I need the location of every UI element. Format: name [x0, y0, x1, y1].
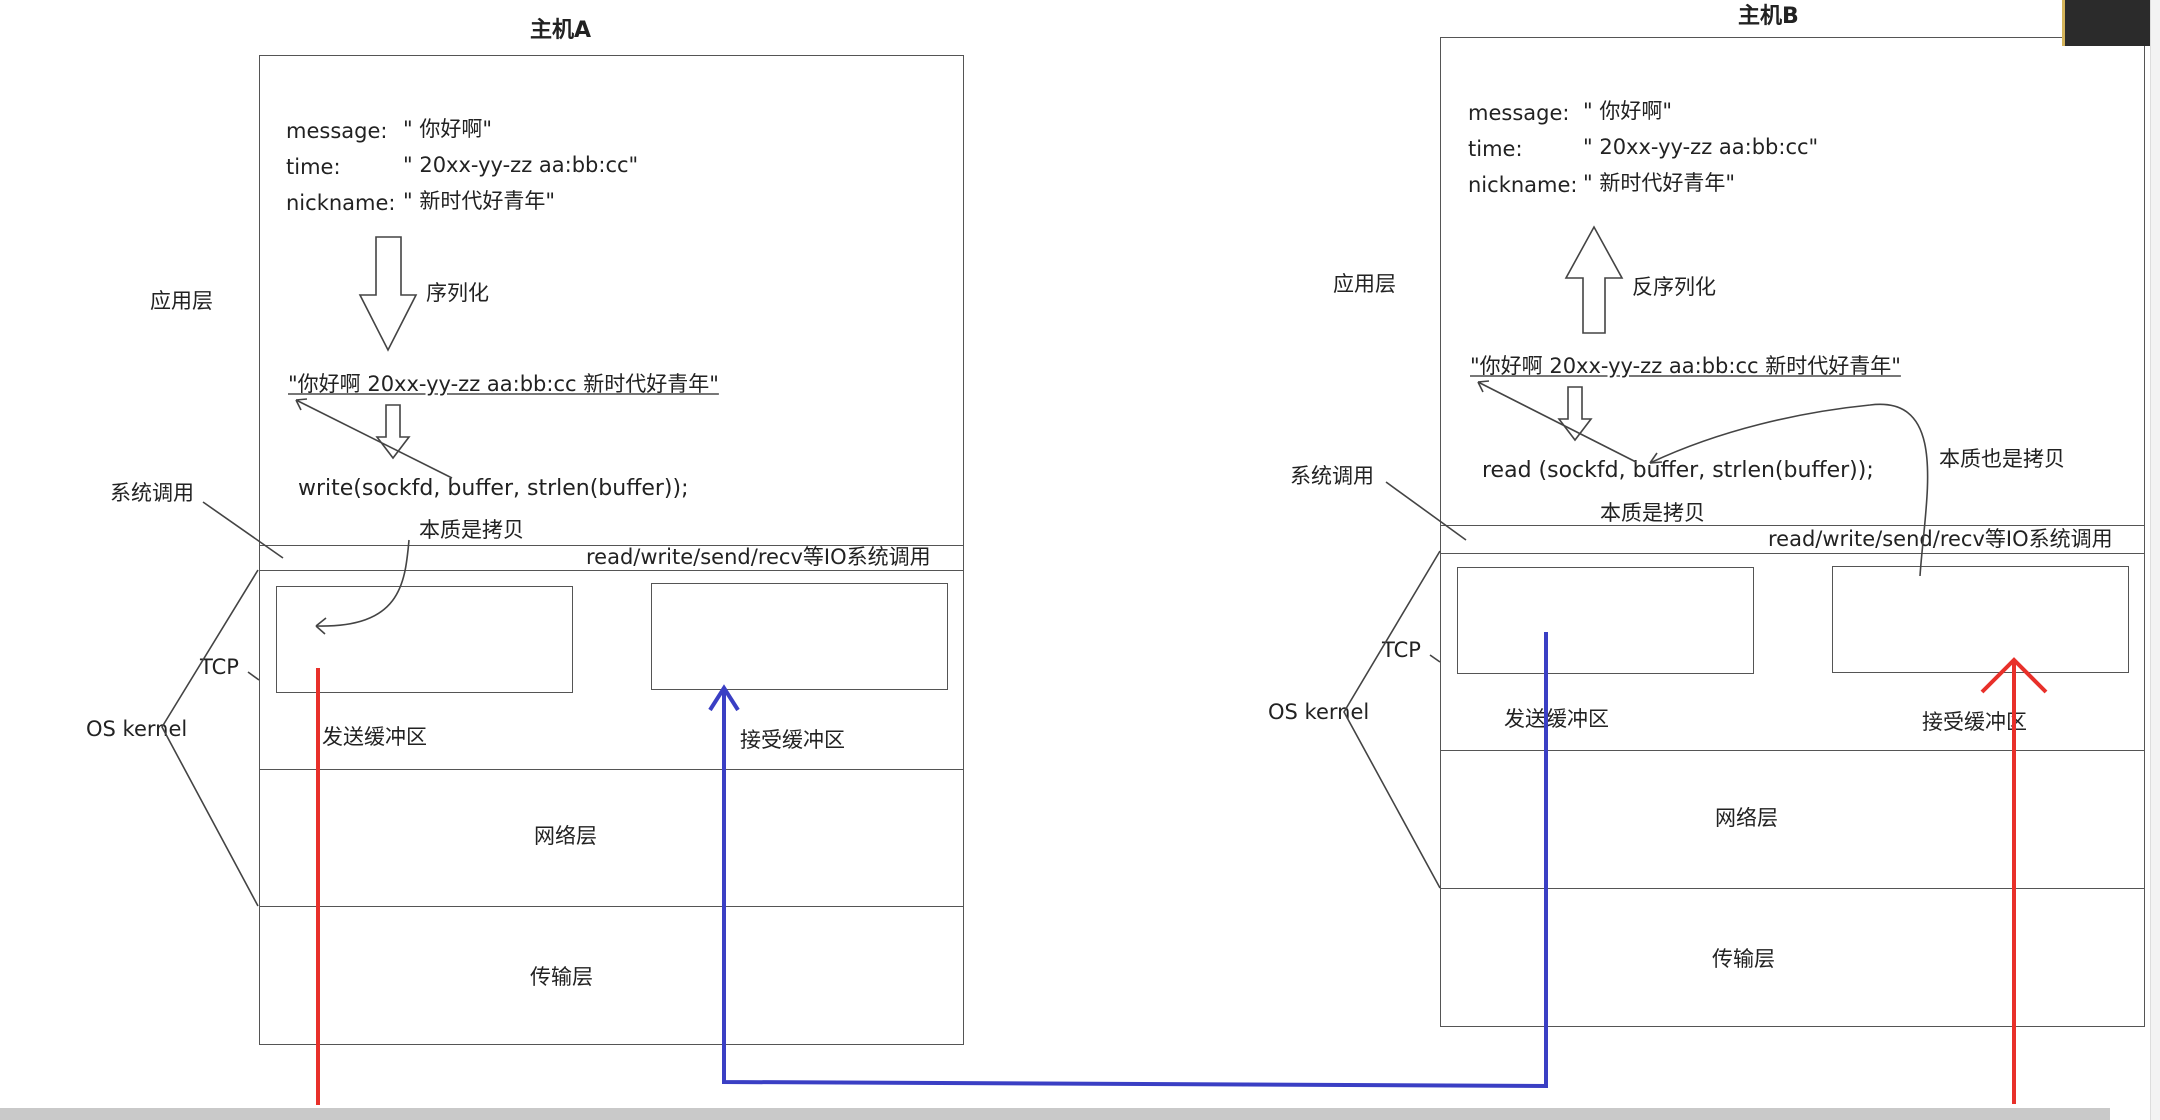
host-b-recv-buffer-box [1832, 566, 2129, 673]
host-b-pointer-head [1477, 380, 1490, 393]
host-b-send-buffer-label: 发送缓冲区 [1504, 707, 1609, 731]
horizontal-scrollbar[interactable] [0, 1108, 2110, 1120]
host-b-pointer-line [1477, 381, 1637, 463]
host-a-app-layer-label: 应用层 [150, 289, 213, 313]
host-b-deserialize-arrow [1564, 225, 1624, 334]
host-a-copy-curve [315, 539, 410, 627]
host-b-message-label: message: [1468, 101, 1570, 125]
webcam-thumbnail [2062, 0, 2160, 46]
host-a-recv-buffer-label: 接受缓冲区 [740, 728, 845, 752]
host-a-write-call: write(sockfd, buffer, strlen(buffer)); [298, 476, 689, 501]
host-a-title: 主机A [530, 18, 592, 43]
host-a-time-label: time: [286, 155, 341, 179]
host-b-small-down-arrow [1557, 386, 1593, 442]
host-a-syscall-bottom-line [259, 570, 964, 571]
host-b-io-syscalls: read/write/send/recv等IO系统调用 [1768, 527, 2113, 551]
blue-transmission-path [722, 632, 1548, 1089]
host-a-tcp-label: TCP [200, 655, 239, 679]
host-b-time-value: " 20xx-yy-zz aa:bb:cc" [1583, 135, 1819, 159]
host-b-transport-layer: 传输层 [1712, 947, 1775, 971]
host-b-app-layer-label: 应用层 [1333, 272, 1396, 296]
host-b-syscall-label: 系统调用 [1290, 464, 1374, 488]
host-a-send-buffer-label: 发送缓冲区 [322, 725, 427, 749]
host-b-os-kernel-bracket [1343, 550, 1441, 889]
host-a-os-kernel-label: OS kernel [86, 717, 188, 741]
host-a-tcp-region [259, 545, 964, 770]
host-b-copy-also-head [1649, 452, 1663, 464]
host-b-red-recv-arrowhead [1980, 657, 2048, 694]
host-a-message-value: " 你好啊" [403, 117, 492, 141]
host-b-os-kernel-label: OS kernel [1268, 700, 1370, 724]
host-b-tcp-region [1440, 525, 2145, 751]
host-b-serialized-string: "你好啊 20xx-yy-zz aa:bb:cc 新时代好青年" [1470, 354, 1901, 378]
host-b-copy-note-also: 本质也是拷贝 [1939, 447, 2065, 471]
host-b-read-call: read (sockfd, buffer, strlen(buffer)); [1482, 458, 1874, 483]
host-a-transport-layer: 传输层 [530, 965, 593, 989]
host-a-os-kernel-bracket [161, 569, 259, 907]
host-b-send-buffer-box [1457, 567, 1754, 674]
host-a-syscall-leader [202, 501, 284, 559]
host-a-pointer-head [295, 398, 308, 411]
host-a-tcp-leader [247, 671, 260, 681]
blue-transmission-arrowhead [708, 684, 740, 712]
host-a-copy-note: 本质是拷贝 [419, 518, 524, 542]
host-a-serialize-label: 序列化 [426, 281, 489, 305]
host-b-syscall-bottom-line [1440, 553, 2145, 554]
host-a-network-bottom-line [259, 906, 964, 907]
host-a-message-label: message: [286, 119, 388, 143]
host-b-network-layer: 网络层 [1715, 806, 1778, 830]
host-a-serialize-arrow [358, 236, 418, 352]
host-b-nickname-value: " 新时代好青年" [1583, 171, 1735, 195]
host-a-network-layer: 网络层 [534, 824, 597, 848]
host-a-io-syscalls: read/write/send/recv等IO系统调用 [586, 545, 931, 569]
host-b-deserialize-label: 反序列化 [1632, 275, 1716, 299]
host-b-tcp-label: TCP [1382, 638, 1421, 662]
host-a-time-value: " 20xx-yy-zz aa:bb:cc" [403, 153, 639, 177]
host-b-time-label: time: [1468, 137, 1523, 161]
host-b-nickname-label: nickname: [1468, 173, 1578, 197]
host-b-tcp-leader [1429, 654, 1441, 663]
host-a-nickname-value: " 新时代好青年" [403, 189, 555, 213]
host-a-pointer-line [295, 399, 453, 479]
host-b-network-bottom-line [1440, 888, 2145, 889]
host-a-send-buffer-box [276, 586, 573, 693]
host-a-nickname-label: nickname: [286, 191, 396, 215]
host-a-copy-head [315, 617, 327, 635]
host-a-serialized-string: "你好啊 20xx-yy-zz aa:bb:cc 新时代好青年" [288, 372, 719, 396]
host-a-recv-buffer-box [651, 583, 948, 690]
host-b-copy-also-curve [1649, 403, 1929, 577]
host-b-copy-note: 本质是拷贝 [1600, 501, 1705, 525]
host-b-message-value: " 你好啊" [1583, 99, 1672, 123]
host-b-title: 主机B [1738, 4, 1799, 29]
host-a-small-down-arrow [375, 404, 411, 460]
host-a-syscall-label: 系统调用 [110, 481, 194, 505]
vertical-scrollbar[interactable] [2150, 0, 2160, 1120]
host-b-syscall-leader [1385, 481, 1467, 541]
host-b-recv-buffer-label: 接受缓冲区 [1922, 710, 2027, 734]
